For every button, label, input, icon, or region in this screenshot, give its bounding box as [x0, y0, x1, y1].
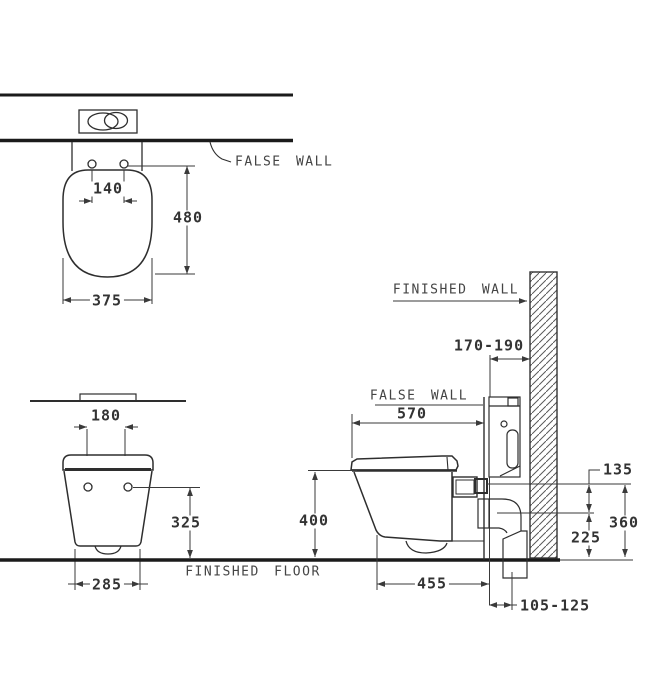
inlet-box-outer [452, 476, 478, 498]
waste-elbow [477, 498, 528, 579]
front-view [30, 393, 200, 590]
false-wall-label-top: FALSE WALL [235, 154, 334, 170]
flush-plate-front [79, 393, 137, 402]
trap-bump-front [94, 545, 122, 555]
dim-170-190 [489, 355, 530, 397]
finished-floor-label: FINISHED FLOOR [185, 564, 321, 580]
dim-135 [586, 469, 600, 512]
seat-front [62, 454, 154, 471]
dim-label-325: 325 [168, 513, 204, 532]
bowl-side [353, 471, 453, 542]
mount-hole-left [83, 482, 93, 492]
dim-label-455: 455 [414, 574, 450, 593]
false-wall-label-side: FALSE WALL [369, 388, 469, 404]
mount-hole-right [123, 482, 133, 492]
dim-label-375: 375 [89, 291, 125, 310]
concealed-cistern [488, 396, 521, 478]
dim-label-480: 480 [170, 208, 206, 227]
soil-pipe [502, 530, 528, 579]
hinge-hole-right [119, 159, 129, 169]
hinge-hole-left [87, 159, 97, 169]
dim-label-570: 570 [394, 404, 430, 423]
inlet-box-inner [455, 479, 475, 495]
dim-label-225: 225 [568, 528, 604, 547]
dim-label-400: 400 [296, 511, 332, 530]
flush-plate-top-view [78, 109, 138, 134]
seat-lid-side [350, 455, 459, 471]
bowl-front [63, 470, 153, 547]
finished-wall-section [529, 271, 558, 559]
dim-label-285: 285 [89, 575, 125, 594]
dim-label-140: 140 [90, 179, 126, 198]
seat-outline-top [62, 169, 153, 278]
supply-connector [474, 478, 488, 494]
dim-label-360: 360 [606, 513, 642, 532]
dim-180 [74, 424, 138, 456]
top-view [0, 93, 293, 304]
dim-label-135: 135 [601, 460, 636, 479]
dim-label-170-190: 170-190 [451, 336, 527, 355]
trap-bump-side [405, 540, 448, 554]
dim-label-105-125: 105-125 [518, 596, 593, 615]
finished-wall-label: FINISHED WALL [392, 282, 520, 298]
dim-570 [351, 414, 484, 458]
dim-label-180: 180 [88, 406, 124, 425]
side-view [308, 271, 631, 610]
false-wall-leader [209, 141, 232, 163]
